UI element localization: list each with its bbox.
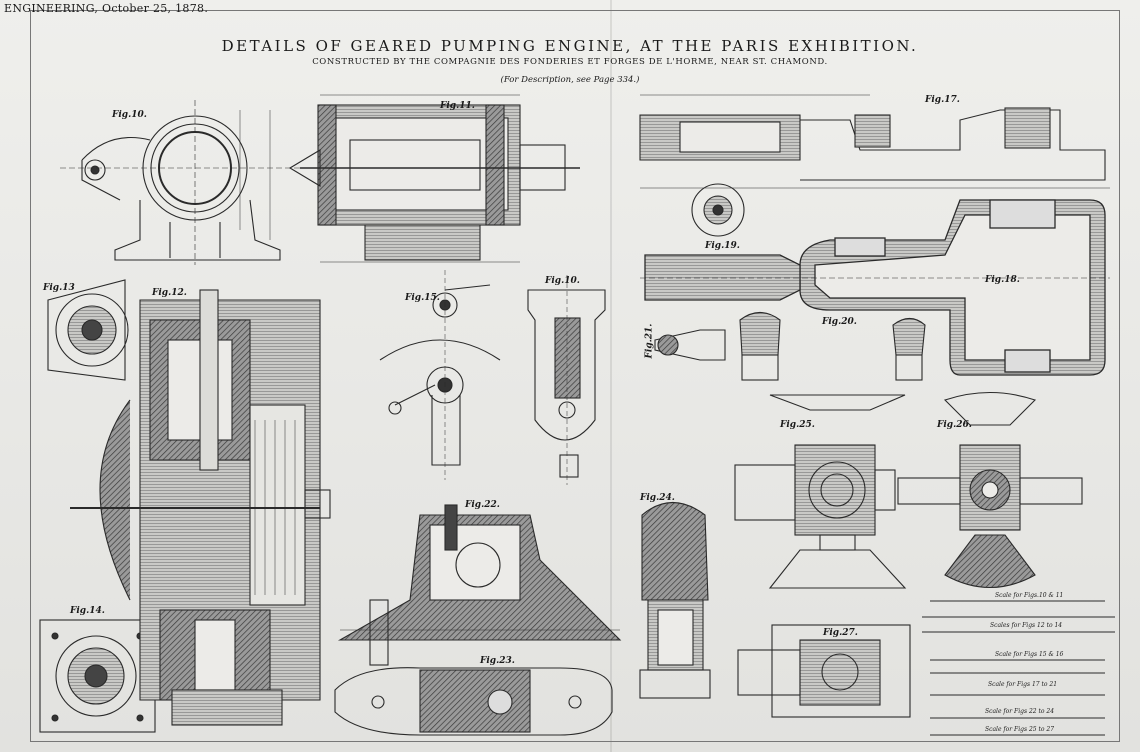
scale-label-figs-25-27: Scale for Figs 25 to 27 bbox=[985, 726, 1055, 733]
scale-label-figs-15-16: Scale for Figs 15 & 16 bbox=[995, 651, 1064, 658]
fig18-label: Fig.18. bbox=[985, 275, 1020, 285]
scale-label-figs-12-14: Scales for Figs 12 to 14 bbox=[990, 622, 1063, 629]
fig11-cylinder-section bbox=[288, 94, 580, 263]
scale-label-figs-22-24: Scale for Figs 22 to 24 bbox=[985, 708, 1055, 715]
fig25-label: Fig.25. bbox=[780, 420, 815, 430]
fig10-label: Fig.10. bbox=[112, 110, 147, 120]
fig12-pump-section bbox=[70, 289, 331, 726]
description-reference: (For Description, see Page 334.) bbox=[500, 75, 640, 85]
fig24-label: Fig.24. bbox=[640, 493, 675, 503]
journal-header: ENGINEERING, October 25, 1878. bbox=[4, 2, 209, 15]
fig18-beam-plan bbox=[640, 199, 1110, 376]
plate-subtitle: CONSTRUCTED BY THE COMPAGNIE DES FONDERI… bbox=[312, 57, 828, 67]
scale-label-figs-10-11: Scale for Figs.10 & 11 bbox=[995, 592, 1064, 599]
scale-bars bbox=[922, 600, 1115, 736]
fig15-lever-mechanism bbox=[379, 270, 501, 480]
fig22-bracket-section bbox=[337, 504, 622, 666]
fig10-bearing-pedestal bbox=[60, 100, 300, 265]
fig23-plan-view bbox=[334, 667, 613, 736]
fig27-label: Fig.27. bbox=[823, 628, 858, 638]
plate-title: DETAILS OF GEARED PUMPING ENGINE, AT THE… bbox=[221, 37, 919, 55]
fig17-beam-elevation bbox=[639, 94, 1110, 189]
fig20-fig21-details bbox=[654, 311, 926, 381]
fig25-crosshead bbox=[734, 394, 907, 589]
scale-label-figs-17-21: Scale for Figs 17 to 21 bbox=[988, 681, 1058, 688]
fig16-label: Fig.10. bbox=[545, 276, 580, 286]
fig11-label: Fig.11. bbox=[440, 101, 475, 111]
fig14-label: Fig.14. bbox=[70, 606, 105, 616]
fig20-label: Fig.20. bbox=[822, 317, 857, 327]
fig14-cover-plate bbox=[39, 619, 156, 733]
fig16-guide-bracket bbox=[527, 275, 606, 485]
fig13-label: Fig.13 bbox=[43, 283, 75, 293]
fig15-label: Fig.15. bbox=[405, 293, 440, 303]
fig21-label: Fig.21. bbox=[644, 323, 655, 359]
fig19-boss-view bbox=[691, 183, 745, 237]
fig26-crosshead-end bbox=[897, 391, 1083, 589]
page-fold bbox=[610, 0, 612, 752]
fig24-valve-box bbox=[639, 502, 711, 699]
fig23-label: Fig.23. bbox=[480, 656, 515, 666]
fig19-label: Fig.19. bbox=[705, 241, 740, 251]
fig12-label: Fig.12. bbox=[152, 288, 187, 298]
fig17-label: Fig.17. bbox=[925, 95, 960, 105]
fig13-cover-plate bbox=[47, 279, 129, 381]
fig26-label: Fig.26. bbox=[937, 420, 972, 430]
fig22-label: Fig.22. bbox=[465, 500, 500, 510]
plate-border bbox=[30, 10, 1120, 742]
fig27-crosshead-plan bbox=[737, 624, 911, 718]
